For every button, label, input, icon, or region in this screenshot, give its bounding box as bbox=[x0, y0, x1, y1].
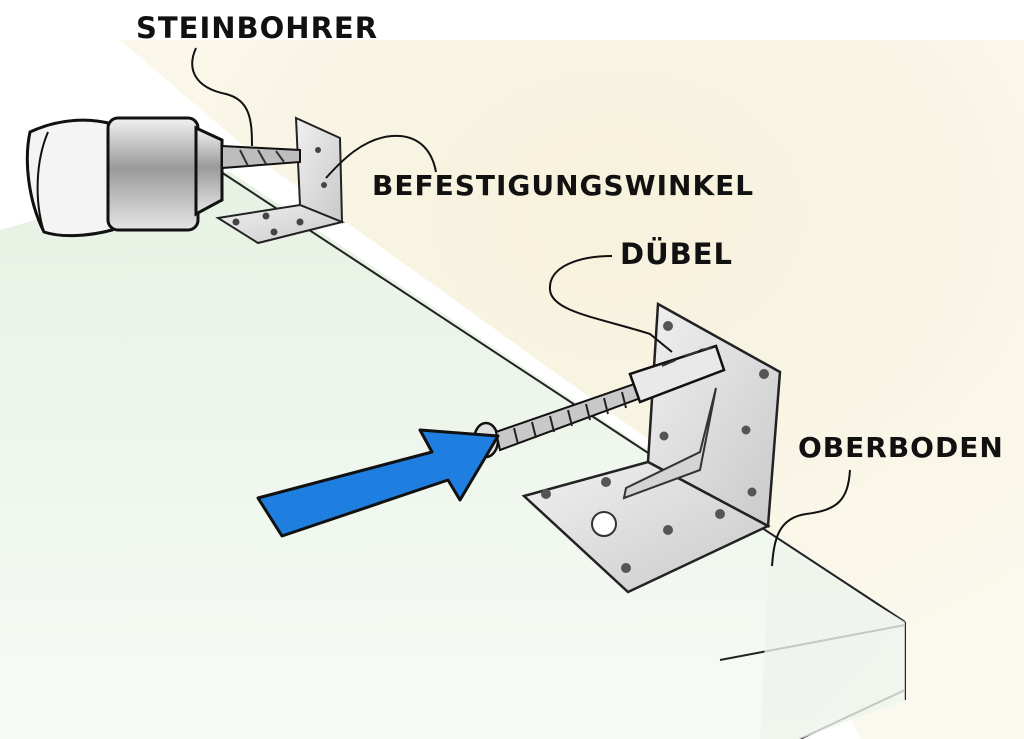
panel-back-edge bbox=[214, 167, 906, 623]
label-dowel: DÜBEL bbox=[620, 237, 734, 271]
label-mounting-bracket: BEFESTIGUNGSWINKEL bbox=[372, 169, 755, 202]
leader-line-drill-bit bbox=[191, 47, 253, 147]
direction-arrow bbox=[256, 428, 500, 538]
dowel bbox=[628, 344, 726, 404]
drill bbox=[25, 116, 301, 238]
label-top-panel: OBERBODEN bbox=[798, 431, 1004, 464]
mounting-bracket-back bbox=[215, 116, 346, 245]
label-drill-bit: STEINBOHRER bbox=[136, 11, 379, 45]
panel-edge-shade bbox=[760, 540, 905, 739]
leader-line-mounting-bracket bbox=[325, 134, 437, 179]
leader-line-top-panel bbox=[771, 469, 851, 567]
leader-line-dowel bbox=[548, 255, 673, 353]
